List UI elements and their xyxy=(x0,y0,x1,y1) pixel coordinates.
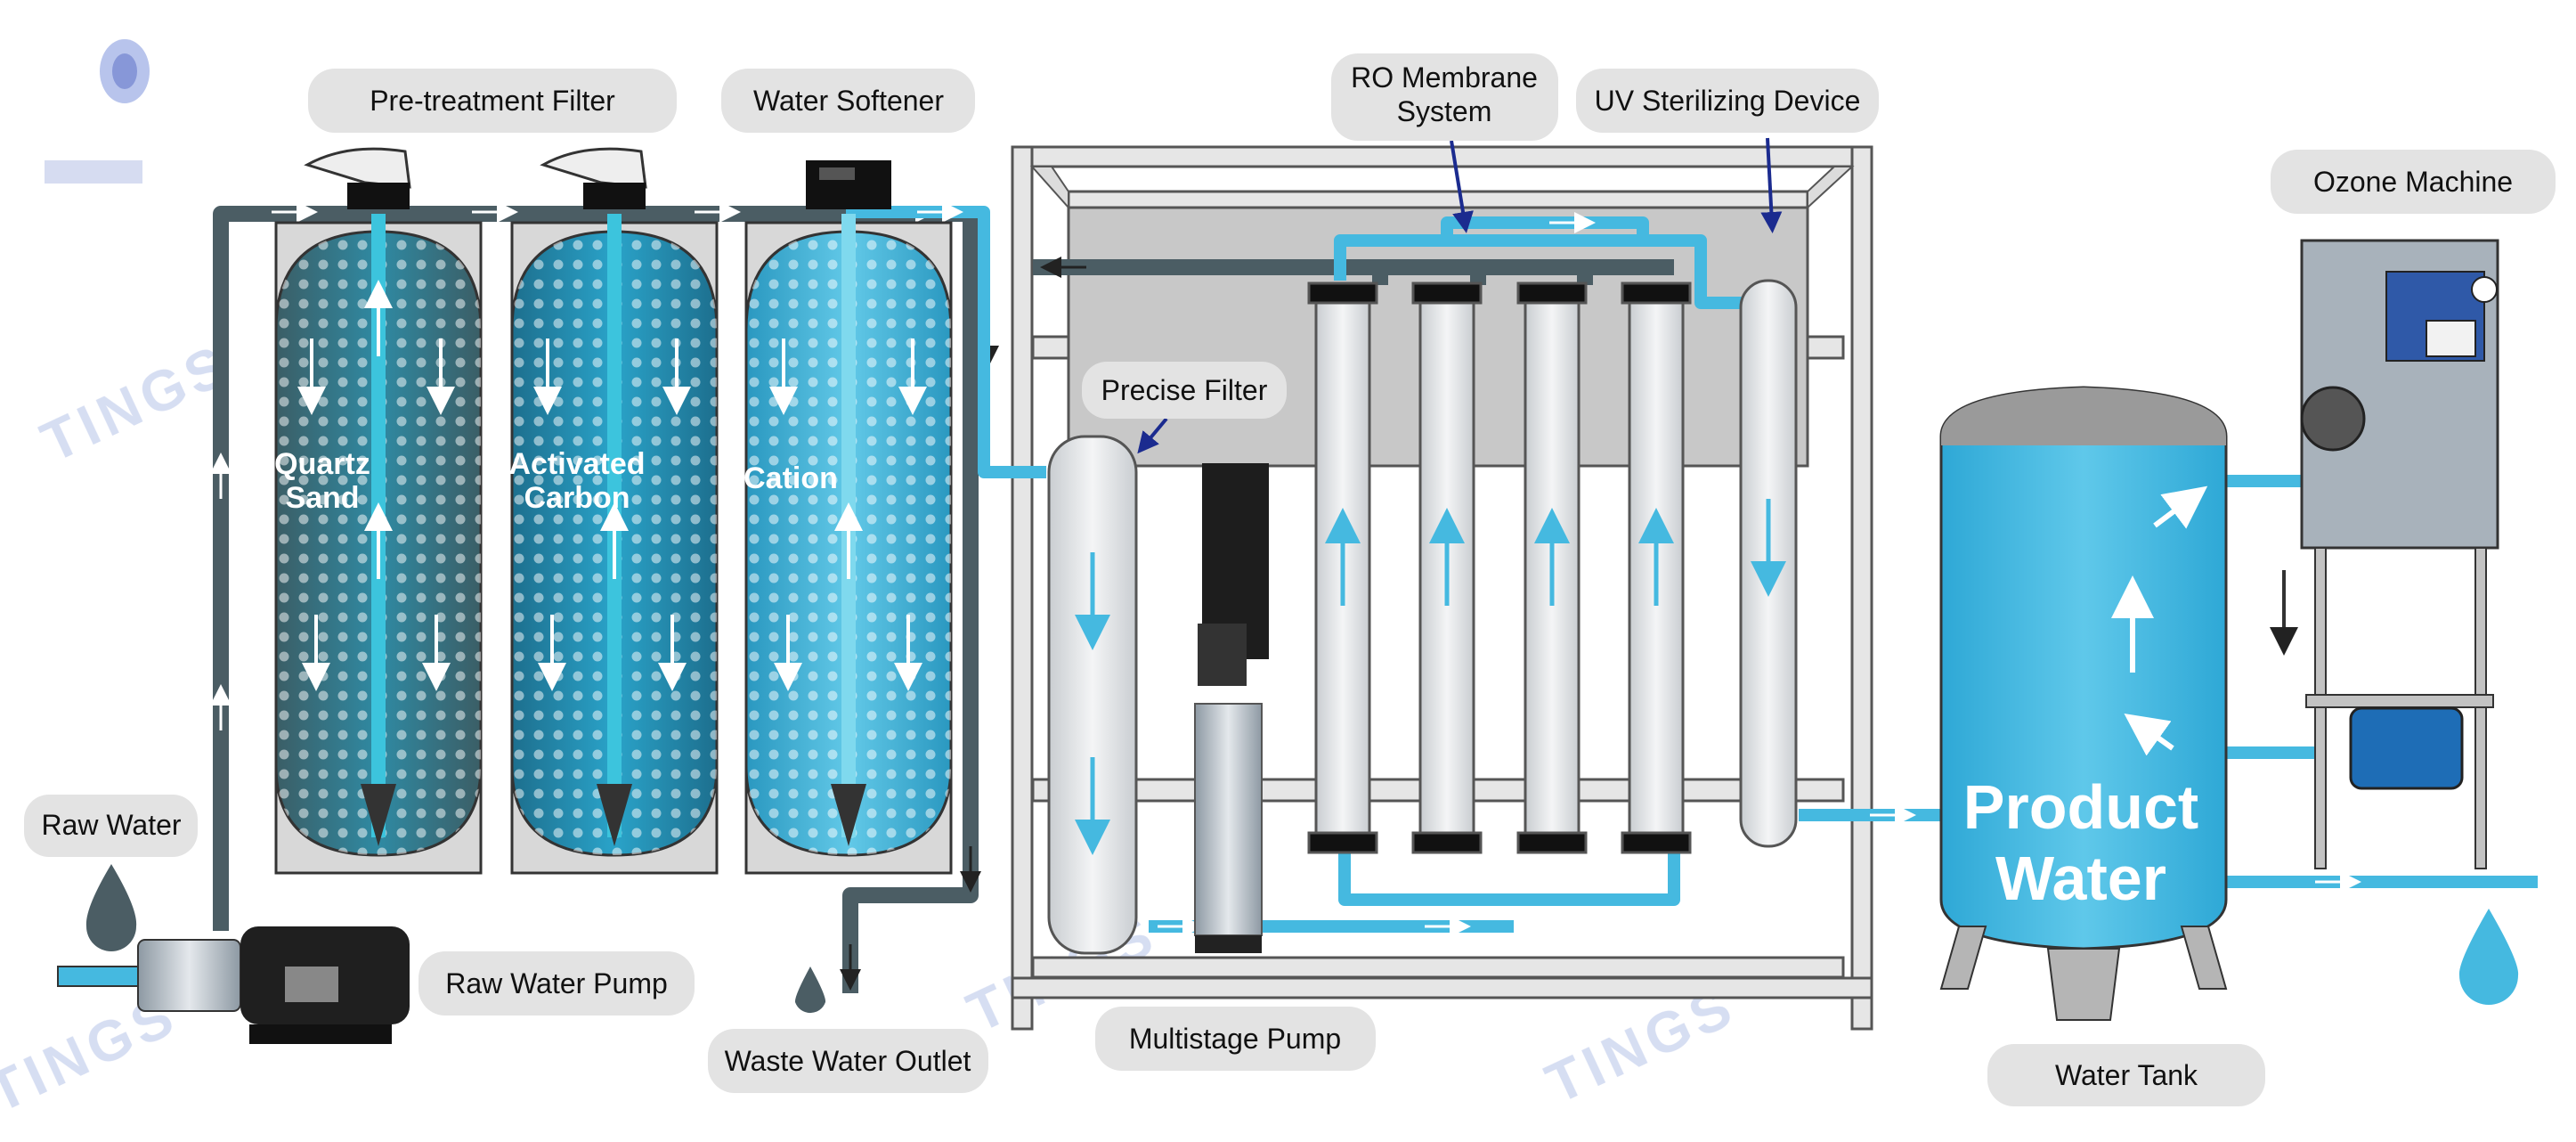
tank-flow-arrows xyxy=(297,280,927,691)
label-ozone-machine: Ozone Machine xyxy=(2271,150,2556,214)
waste-water-drop-icon xyxy=(794,967,826,1014)
label-waste-water-outlet: Waste Water Outlet xyxy=(708,1029,988,1093)
precise-filter xyxy=(1047,435,1138,955)
label-precise-filter: Precise Filter xyxy=(1082,362,1287,419)
label-water-tank: Water Tank xyxy=(1987,1044,2265,1106)
quartz-label-line1: Quartz xyxy=(274,447,370,481)
label-raw-water: Raw Water xyxy=(24,795,198,857)
label-text: Raw Water xyxy=(41,809,181,841)
cation-label: Cation xyxy=(744,461,838,495)
membrane-flow-arrows xyxy=(1325,499,1786,606)
label-text: Ozone Machine xyxy=(2313,166,2513,198)
multistage-pump xyxy=(1194,463,1269,953)
label-text: Multistage Pump xyxy=(1129,1023,1341,1055)
label-text: Raw Water Pump xyxy=(445,967,668,999)
product-water-line1: Product xyxy=(1963,772,2198,842)
ozone-machine xyxy=(2270,239,2499,869)
label-pretreatment-filter: Pre-treatment Filter xyxy=(308,69,677,133)
label-text: RO Membrane xyxy=(1351,61,1538,94)
product-water-drop-icon xyxy=(2458,909,2519,1005)
raw-water-drop-icon xyxy=(85,864,137,951)
water-pipe-arrows xyxy=(917,201,2361,937)
brand-logo-icon xyxy=(45,39,150,184)
label-ro-membrane-system: RO Membrane System xyxy=(1331,53,1558,141)
label-multistage-pump: Multistage Pump xyxy=(1095,1007,1376,1071)
callout-arrows xyxy=(1137,137,1783,454)
quartz-label-line2: Sand xyxy=(285,481,359,515)
label-text: UV Sterilizing Device xyxy=(1595,85,1861,117)
label-text: Waste Water Outlet xyxy=(725,1045,971,1077)
product-water-line2: Water xyxy=(1995,844,2166,913)
label-text: Water Softener xyxy=(753,85,944,117)
label-uv-sterilizing-device: UV Sterilizing Device xyxy=(1576,69,1879,133)
raw-water-pump xyxy=(57,926,410,1044)
label-raw-water-pump: Raw Water Pump xyxy=(418,951,695,1016)
label-text: Water Tank xyxy=(2055,1059,2198,1091)
product-water-tank xyxy=(1939,386,2228,1021)
fan-icon xyxy=(2300,386,2366,452)
watermark-text: TINGS xyxy=(31,331,240,475)
label-text: System xyxy=(1397,95,1492,127)
carbon-label-line1: Activated xyxy=(508,447,645,481)
label-water-softener: Water Softener xyxy=(721,69,975,133)
label-text: Precise Filter xyxy=(1101,374,1268,406)
carbon-label-line2: Carbon xyxy=(524,481,630,515)
label-text: Pre-treatment Filter xyxy=(370,85,615,117)
